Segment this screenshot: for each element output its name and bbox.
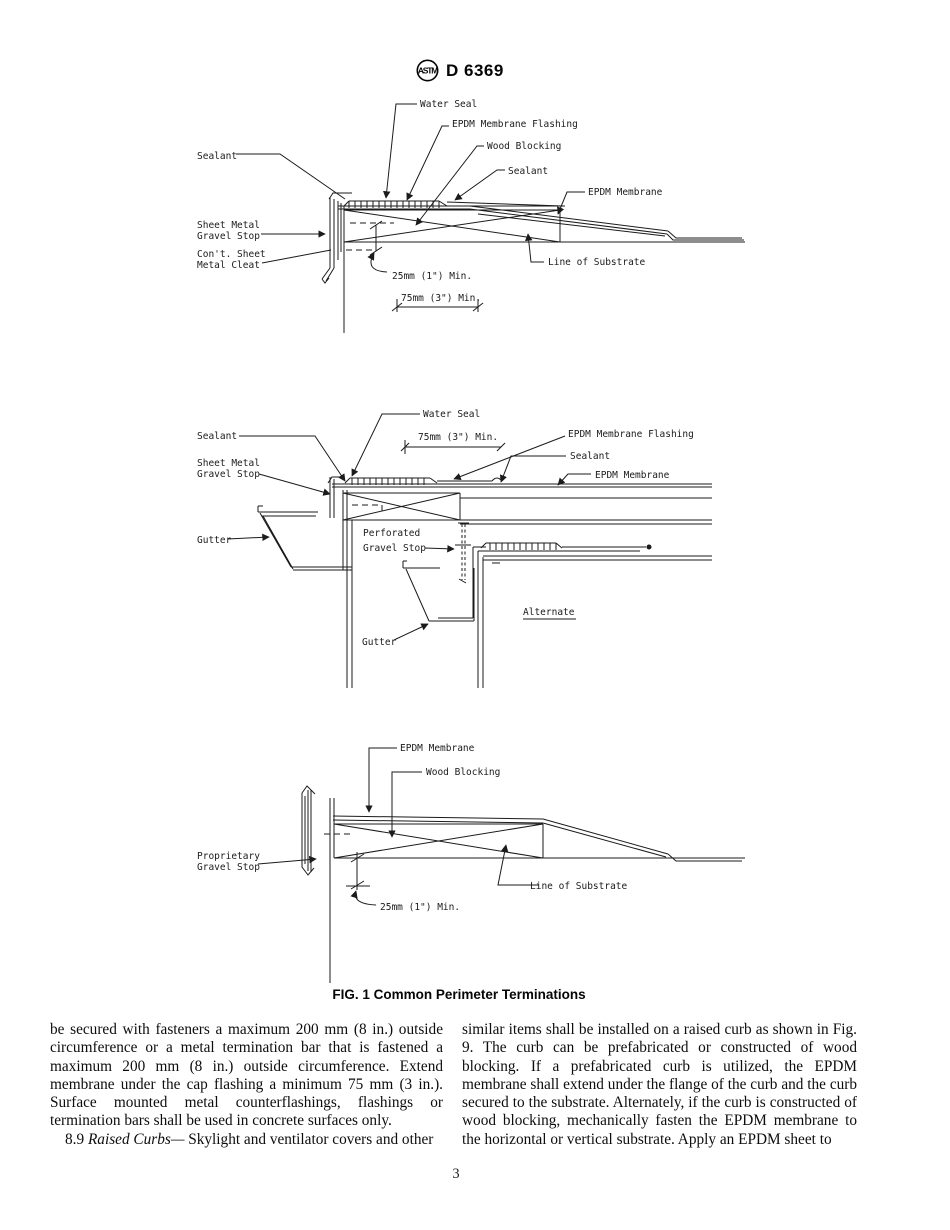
d2-label-alternate: Alternate [523, 607, 575, 618]
d2-label-water-seal: Water Seal [423, 409, 480, 420]
d1-label-gravel-stop-2: Gravel Stop [197, 231, 260, 242]
body-left-column: be secured with fasteners a maximum 200 … [50, 1021, 443, 1149]
d3-label-wood-blocking: Wood Blocking [426, 767, 500, 778]
d1-label-sealant-left: Sealant [197, 151, 237, 162]
d1-label-gravel-stop-1: Sheet Metal [197, 220, 260, 231]
d1-linework [321, 192, 745, 333]
d3-label-epdm-membrane: EPDM Membrane [400, 743, 475, 754]
d3-label-dim-25mm: 25mm (1") Min. [380, 902, 460, 913]
d3-label-proprietary-1: Proprietary [197, 851, 260, 862]
astm-logo-icon: ASTM [416, 59, 439, 82]
d1-label-dim-75mm: 75mm (3") Min. [401, 293, 481, 304]
d1-label-substrate: Line of Substrate [548, 257, 646, 268]
d2-label-gutter-lower: Gutter [362, 637, 397, 648]
section-8-9-paragraph: 8.9 Raised Curbs— Skylight and ventilato… [50, 1131, 443, 1149]
d2-label-membrane-flashing: EPDM Membrane Flashing [568, 429, 694, 440]
d1-label-sealant-upper: Sealant [508, 166, 548, 177]
page-number: 3 [452, 1166, 460, 1182]
figure-caption: FIG. 1 Common Perimeter Terminations [332, 987, 586, 1002]
d2-label-sealant-left: Sealant [197, 431, 237, 442]
diagram-gravel-stop-detail: Water Seal EPDM Membrane Flashing Wood B… [197, 99, 745, 333]
d3-linework [301, 785, 745, 983]
d2-label-epdm-membrane: EPDM Membrane [595, 470, 670, 481]
diagram-proprietary-gravel-stop-detail: EPDM Membrane Wood Blocking Proprietary … [197, 743, 745, 983]
d3-leaders [257, 747, 539, 906]
d2-label-gravel-stop-1: Sheet Metal [197, 458, 260, 469]
d2-linework [257, 440, 712, 688]
paragraph-right: similar items shall be installed on a ra… [462, 1021, 857, 1148]
d1-label-epdm-membrane: EPDM Membrane [588, 187, 663, 198]
d3-label-proprietary-2: Gravel Stop [197, 862, 260, 873]
d2-label-perforated-1: Perforated [363, 528, 420, 539]
d1-label-dim-25mm: 25mm (1") Min. [392, 271, 472, 282]
d3-label-substrate: Line of Substrate [530, 881, 628, 892]
page-header: ASTM D 6369 [416, 59, 504, 82]
d2-label-gravel-stop-2: Gravel Stop [197, 469, 260, 480]
diagram-gutter-detail: Water Seal Sealant 75mm (3") Min. EPDM M… [197, 409, 712, 688]
d1-label-membrane-flashing: EPDM Membrane Flashing [452, 119, 578, 130]
d1-label-cleat-1: Con't. Sheet [197, 249, 266, 260]
paragraph-continuation: be secured with fasteners a maximum 200 … [50, 1021, 443, 1130]
d1-leaders [236, 103, 585, 273]
d2-label-dim-75mm: 75mm (3") Min. [418, 432, 498, 443]
d2-label-perforated-2: Gravel Stop [363, 543, 426, 554]
d2-label-gutter-left: Gutter [197, 535, 232, 546]
section-number: 8.9 [65, 1130, 85, 1148]
d1-labels: Water Seal EPDM Membrane Flashing Wood B… [197, 99, 663, 304]
section-title: Raised Curbs— [87, 1130, 185, 1148]
d2-labels: Water Seal Sealant 75mm (3") Min. EPDM M… [197, 409, 694, 648]
d1-label-water-seal: Water Seal [420, 99, 477, 110]
d3-labels: EPDM Membrane Wood Blocking Proprietary … [197, 743, 628, 913]
d1-label-cleat-2: Metal Cleat [197, 260, 260, 271]
standard-designation: D 6369 [446, 60, 504, 80]
d2-leaders [227, 413, 591, 641]
d2-label-sealant-right: Sealant [570, 451, 610, 462]
section-text: Skylight and ventilator covers and other [188, 1130, 434, 1148]
d1-label-wood-blocking: Wood Blocking [487, 141, 561, 152]
body-right-column: similar items shall be installed on a ra… [462, 1021, 857, 1149]
astm-logo-text: ASTM [418, 66, 438, 76]
